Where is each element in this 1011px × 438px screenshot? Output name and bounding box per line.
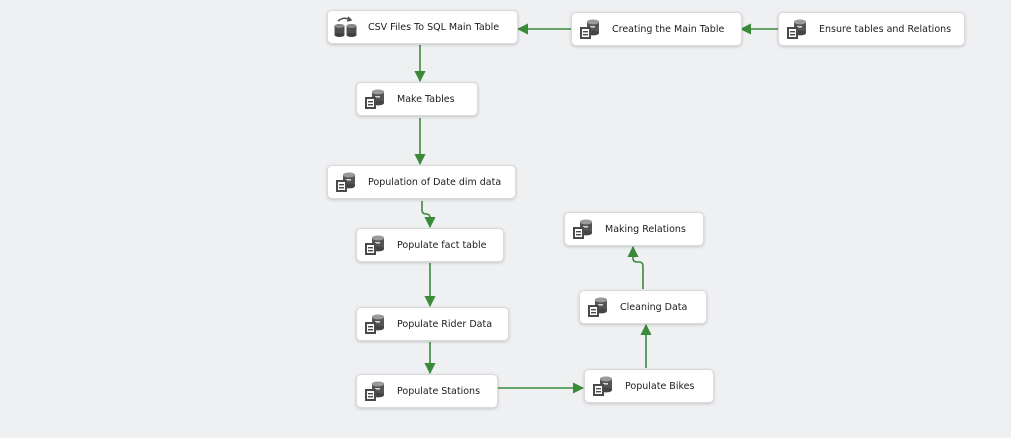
- execute-sql-task-icon: [784, 16, 810, 42]
- task-population-of-date-dim-data[interactable]: Population of Date dim data: [327, 165, 516, 199]
- task-making-relations[interactable]: Making Relations: [564, 212, 704, 246]
- task-label: Making Relations: [605, 223, 686, 235]
- task-creating-the-main-table[interactable]: Creating the Main Table: [571, 12, 742, 46]
- dataflow-task-icon: [333, 14, 359, 40]
- task-label: Ensure tables and Relations: [819, 23, 952, 35]
- task-label: Populate Stations: [397, 385, 481, 397]
- task-label: Populate fact table: [397, 239, 487, 251]
- task-cleaning-data[interactable]: Cleaning Data: [579, 290, 707, 324]
- task-populate-stations[interactable]: Populate Stations: [356, 374, 498, 408]
- execute-sql-task-icon: [590, 373, 616, 399]
- precedence-constraint-cleaning-to-relations[interactable]: [627, 245, 644, 289]
- task-populate-rider-data[interactable]: Populate Rider Data: [356, 307, 509, 341]
- execute-sql-task-icon: [585, 294, 611, 320]
- execute-sql-task-icon: [577, 16, 603, 42]
- task-label: CSV Files To SQL Main Table: [368, 21, 500, 33]
- execute-sql-task-icon: [362, 232, 388, 258]
- task-label: Population of Date dim data: [368, 176, 502, 188]
- task-label: Populate Rider Data: [397, 318, 493, 330]
- execute-sql-task-icon: [362, 86, 388, 112]
- task-csv-files-to-sql-main-table[interactable]: CSV Files To SQL Main Table: [327, 10, 518, 44]
- task-populate-fact-table[interactable]: Populate fact table: [356, 228, 504, 262]
- task-label: Creating the Main Table: [612, 23, 725, 35]
- task-label: Cleaning Data: [620, 301, 688, 313]
- execute-sql-task-icon: [362, 311, 388, 337]
- task-label: Make Tables: [397, 93, 455, 105]
- task-label: Populate Bikes: [625, 380, 695, 392]
- execute-sql-task-icon: [362, 378, 388, 404]
- task-make-tables[interactable]: Make Tables: [356, 82, 478, 116]
- execute-sql-task-icon: [570, 216, 596, 242]
- precedence-constraint-date-to-fact[interactable]: [421, 201, 436, 229]
- task-populate-bikes[interactable]: Populate Bikes: [584, 369, 714, 403]
- task-ensure-tables-and-relations[interactable]: Ensure tables and Relations: [778, 12, 965, 46]
- execute-sql-task-icon: [333, 169, 359, 195]
